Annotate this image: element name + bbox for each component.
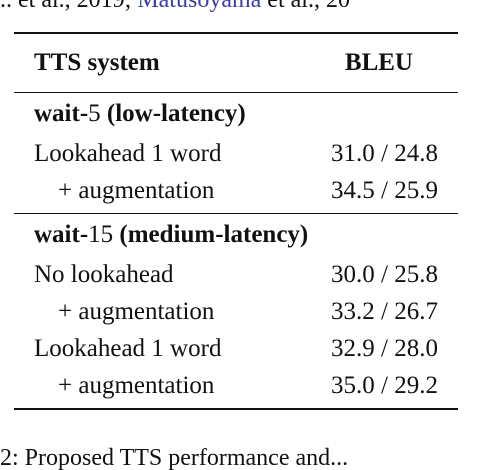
row-bleu: 32.9 / 28.0 xyxy=(331,334,438,362)
preceding-text: .. et al., 2019; xyxy=(0,0,137,12)
row-label: Lookahead 1 word xyxy=(34,139,222,167)
citation-link[interactable]: Matusoyama xyxy=(137,0,261,12)
preceding-text-tail: et al., 20 xyxy=(261,0,350,12)
header-rule xyxy=(14,92,458,93)
row-label: + augmentation xyxy=(58,176,215,204)
results-table: TTS system BLEU wait-5 (low-latency) Loo… xyxy=(14,32,458,410)
table-row: + augmentation 33.2 / 26.7 xyxy=(14,293,458,330)
latency-label: (medium-latency) xyxy=(119,221,309,248)
group-wait15: wait-15 (medium-latency) No lookahead 30… xyxy=(14,214,458,404)
row-bleu: 31.0 / 24.8 xyxy=(331,139,438,167)
policy-name: wait- xyxy=(34,100,89,127)
group-title: wait-15 (medium-latency) xyxy=(14,214,458,256)
row-label: + augmentation xyxy=(58,371,215,399)
table-row: + augmentation 35.0 / 29.2 xyxy=(14,367,458,404)
row-label: No lookahead xyxy=(34,260,174,288)
table-header: TTS system BLEU xyxy=(14,34,458,92)
policy-name: wait- xyxy=(34,221,89,248)
row-bleu: 35.0 / 29.2 xyxy=(331,371,438,399)
policy-k: 5 xyxy=(88,100,101,127)
policy-k: 15 xyxy=(88,221,114,248)
preceding-text-fragment: .. et al., 2019; Matusoyama et al., 20 xyxy=(0,0,484,12)
row-label: Lookahead 1 word xyxy=(34,334,222,362)
table-row: + augmentation 34.5 / 25.9 xyxy=(14,172,458,209)
row-bleu: 33.2 / 26.7 xyxy=(331,297,438,325)
top-rule xyxy=(14,32,458,34)
group-rule xyxy=(14,213,458,214)
latency-label: (low-latency) xyxy=(106,100,246,127)
group-title: wait-5 (low-latency) xyxy=(14,93,458,135)
header-tts-system: TTS system xyxy=(34,49,160,76)
row-label: + augmentation xyxy=(58,297,215,325)
row-bleu: 30.0 / 25.8 xyxy=(331,260,438,288)
table-row: No lookahead 30.0 / 25.8 xyxy=(14,256,458,293)
group-wait5: wait-5 (low-latency) Lookahead 1 word 31… xyxy=(14,93,458,209)
row-bleu: 34.5 / 25.9 xyxy=(331,176,438,204)
table-row: Lookahead 1 word 31.0 / 24.8 xyxy=(14,135,458,172)
caption-fragment: 2: Proposed TTS performance and... xyxy=(0,446,349,470)
header-bleu: BLEU xyxy=(344,49,413,76)
bottom-rule xyxy=(14,408,458,410)
table-row: Lookahead 1 word 32.9 / 28.0 xyxy=(14,330,458,367)
